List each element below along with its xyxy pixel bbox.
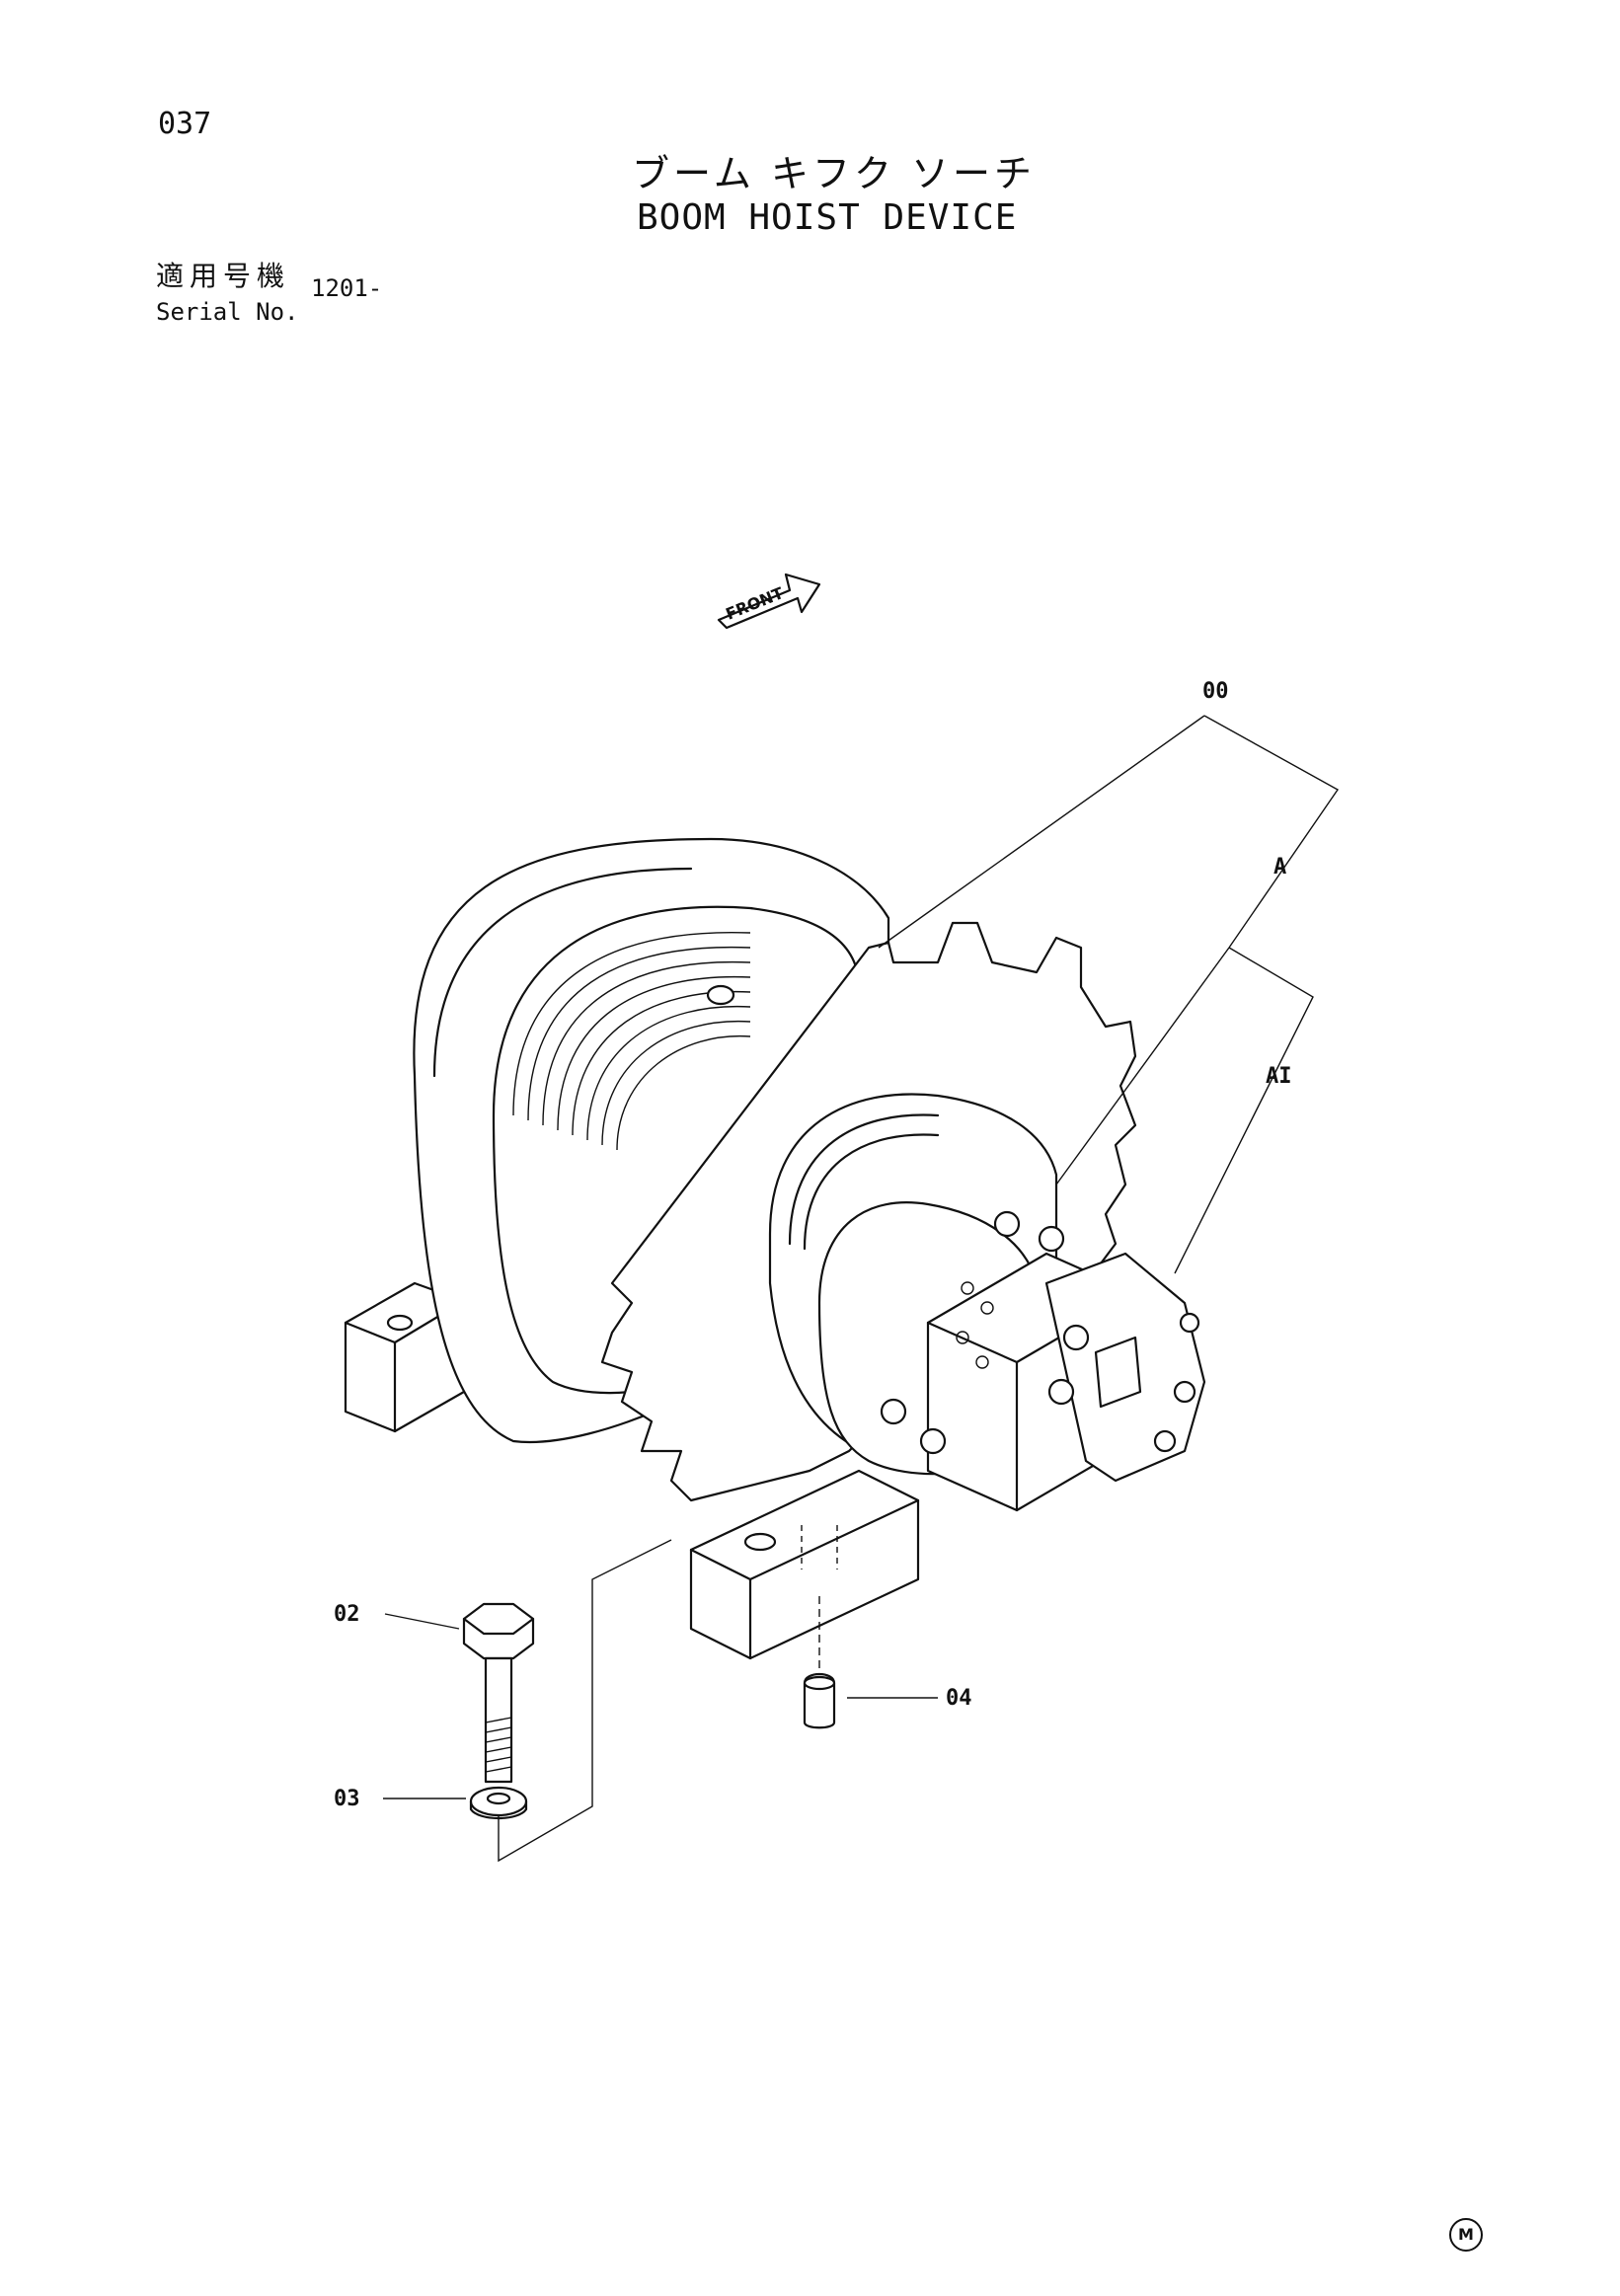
- leader-lines: [383, 715, 1340, 1863]
- callout-03: 03: [334, 1787, 360, 1811]
- title-japanese: ブーム キフク ソーチ: [632, 152, 1037, 195]
- serial-number-value: 1201-: [311, 274, 383, 302]
- washer-part-03: [469, 1786, 528, 1819]
- callout-A1: AI: [1266, 1064, 1292, 1089]
- base-mount-right: [689, 1469, 920, 1660]
- page-number: 037: [158, 107, 212, 141]
- drum-bolt: [706, 984, 735, 1006]
- manufacturer-mark: M: [1449, 2218, 1483, 2252]
- callout-04: 04: [946, 1686, 972, 1711]
- pin-part-04: [803, 1672, 836, 1729]
- front-direction-arrow: FRONT: [717, 573, 821, 630]
- callout-00: 00: [1202, 679, 1229, 704]
- front-arrow-label: FRONT: [723, 583, 786, 624]
- bolt-part-02: [462, 1602, 535, 1784]
- title-english: BOOM HOIST DEVICE: [637, 197, 1018, 238]
- serial-label-english: Serial No.: [156, 298, 299, 326]
- callout-02: 02: [334, 1602, 360, 1627]
- callout-A: A: [1273, 855, 1286, 880]
- serial-label-japanese: 適用号機: [156, 260, 291, 292]
- hydraulic-motor: [817, 1201, 1206, 1512]
